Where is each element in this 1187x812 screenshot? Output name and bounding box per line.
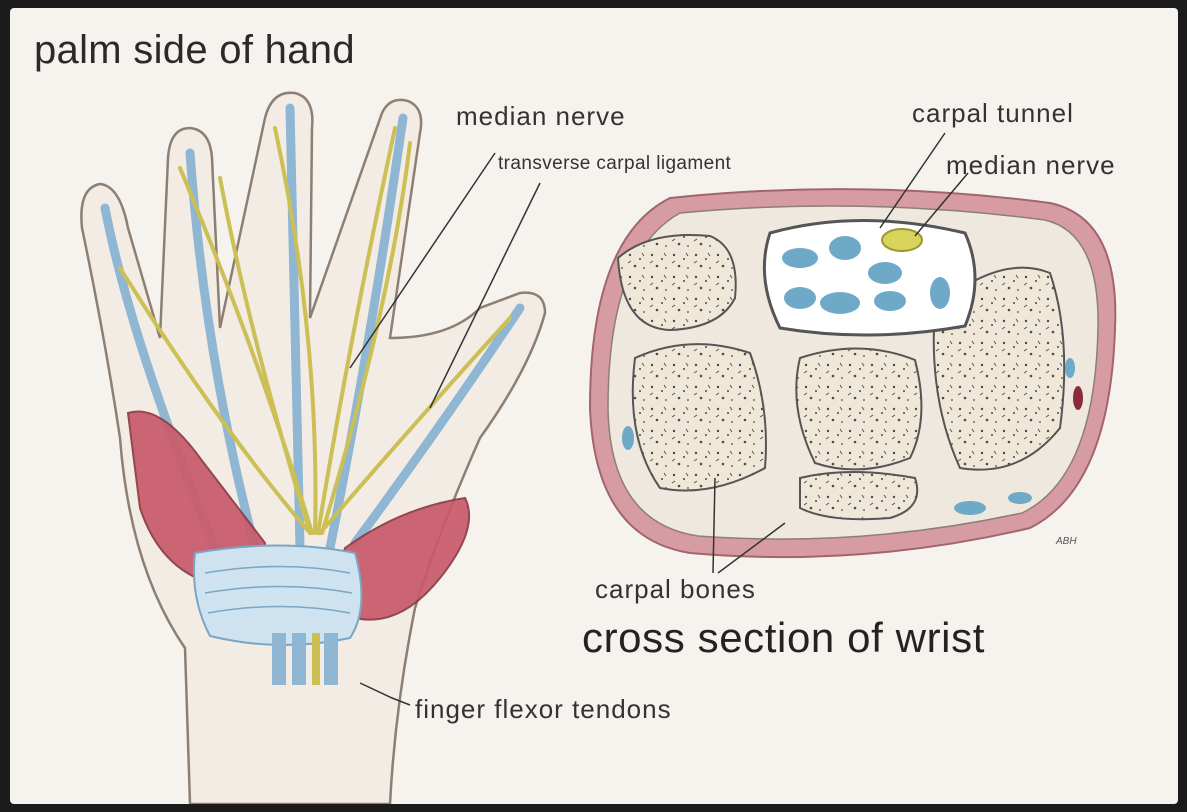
label-median-nerve-hand: median nerve xyxy=(456,101,626,132)
label-carpal-tunnel: carpal tunnel xyxy=(912,98,1074,129)
wrist-title: cross section of wrist xyxy=(582,614,985,662)
label-carpal-bones: carpal bones xyxy=(595,574,756,605)
label-median-nerve-wrist: median nerve xyxy=(946,150,1116,181)
carpal-bone-3 xyxy=(796,348,921,469)
flexor-tendons-wrist xyxy=(272,633,338,685)
label-transverse-carpal-ligament: transverse carpal ligament xyxy=(498,153,731,175)
artery-section xyxy=(1073,386,1083,410)
median-nerve-section xyxy=(882,229,922,251)
transverse-carpal-ligament xyxy=(194,546,361,646)
carpal-bone-5 xyxy=(800,472,917,519)
hand-title: palm side of hand xyxy=(34,28,355,73)
diagram-panel: palm side of hand median nerve transvers… xyxy=(10,8,1178,804)
label-finger-flexor-tendons: finger flexor tendons xyxy=(415,694,672,725)
artist-signature: ABH xyxy=(1056,536,1077,547)
carpal-bone-1 xyxy=(618,235,736,330)
wrist-cross-section xyxy=(590,189,1115,557)
carpal-bone-2 xyxy=(633,344,766,490)
